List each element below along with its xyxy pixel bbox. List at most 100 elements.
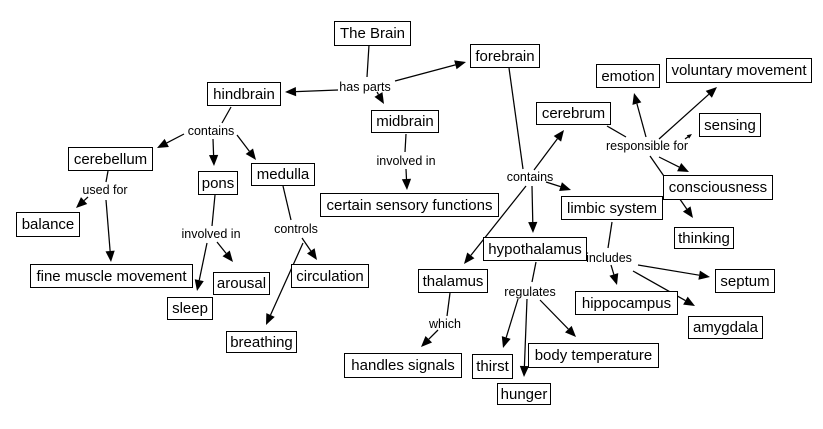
edge-has-parts-to-forebrain: [394, 60, 466, 82]
node-balance[interactable]: balance: [16, 212, 80, 237]
link-label-contains-forebrain: contains: [506, 169, 554, 184]
node-arousal[interactable]: arousal: [213, 272, 270, 295]
node-midbrain[interactable]: midbrain: [371, 110, 439, 133]
edge-contains-forebrain-to-limbic-system: [545, 181, 571, 192]
edge-thalamus-to-which: [446, 292, 451, 317]
edge-hindbrain-to-contains-hindbrain: [221, 106, 232, 124]
node-septum[interactable]: septum: [715, 269, 775, 293]
edge-medulla-to-controls: [282, 185, 292, 221]
arrowhead: [686, 134, 692, 139]
arrowhead: [683, 296, 695, 306]
link-label-has-parts: has parts: [339, 79, 391, 94]
edge-regulates-to-hunger: [519, 298, 530, 377]
edge-contains-hindbrain-to-cerebellum: [157, 133, 185, 148]
edge-includes-to-hippocampus: [609, 264, 619, 285]
node-fine-muscle-movement[interactable]: fine muscle movement: [30, 264, 193, 288]
link-label-involved-in-pons: involved in: [181, 226, 241, 241]
arrowhead: [501, 336, 511, 348]
edge-regulates-to-thirst: [501, 298, 519, 348]
edge-limbic-system-to-includes: [607, 221, 613, 249]
arrowhead: [194, 279, 204, 291]
edge-which-to-handles-signals: [421, 329, 439, 347]
arrowhead: [682, 206, 693, 218]
arrowhead: [553, 130, 564, 142]
node-certain-sensory-functions[interactable]: certain sensory functions: [320, 193, 499, 217]
edge-responsible-for-to-voluntary-movement: [658, 87, 717, 140]
arrowhead: [609, 273, 619, 285]
link-label-controls: controls: [274, 221, 318, 236]
node-pons[interactable]: pons: [198, 171, 238, 195]
arrowhead: [677, 162, 689, 172]
edge-forebrain-to-contains-forebrain: [508, 67, 524, 170]
link-label-regulates: regulates: [504, 284, 556, 299]
edge-pons-to-involved-in-pons: [211, 194, 216, 227]
edge-used-for-to-balance: [76, 196, 89, 208]
arrowhead: [401, 178, 412, 190]
node-handles-signals[interactable]: handles signals: [344, 353, 462, 378]
arrowhead: [565, 325, 576, 337]
arrowhead: [528, 221, 538, 233]
arrowhead: [632, 93, 642, 105]
edge-the-brain-to-has-parts: [366, 44, 370, 78]
node-the-brain[interactable]: The Brain: [334, 21, 411, 46]
edge-contains-forebrain-to-hypothalamus: [528, 185, 538, 233]
node-limbic-system[interactable]: limbic system: [561, 196, 663, 220]
edge-responsible-for-to-emotion: [632, 93, 647, 138]
node-forebrain[interactable]: forebrain: [470, 44, 540, 68]
arrowhead: [245, 148, 256, 160]
node-cerebellum[interactable]: cerebellum: [68, 147, 153, 171]
node-breathing[interactable]: breathing: [226, 331, 297, 353]
arrowhead: [374, 92, 384, 104]
node-emotion[interactable]: emotion: [596, 64, 660, 88]
arrowhead: [208, 154, 219, 166]
arrowhead: [157, 138, 169, 148]
edge-involved-in-pons-to-arousal: [216, 241, 233, 262]
node-circulation[interactable]: circulation: [291, 264, 369, 288]
edge-involved-in-pons-to-sleep: [194, 242, 208, 291]
arrowhead: [105, 250, 115, 262]
node-cerebrum[interactable]: cerebrum: [536, 102, 611, 125]
edge-has-parts-to-hindbrain: [285, 86, 339, 97]
link-label-which: which: [429, 316, 461, 331]
node-amygdala[interactable]: amygdala: [688, 316, 763, 339]
edge-used-for-to-fine-muscle-movement: [105, 199, 115, 262]
edge-controls-to-circulation: [301, 237, 317, 260]
node-consciousness[interactable]: consciousness: [663, 175, 773, 200]
edge-includes-to-septum: [637, 264, 710, 280]
link-label-used-for: used for: [82, 182, 128, 197]
node-sensing[interactable]: sensing: [699, 113, 761, 137]
edge-regulates-to-body-temperature: [539, 299, 576, 337]
arrowhead: [285, 86, 297, 97]
arrowhead: [559, 182, 571, 192]
node-hunger[interactable]: hunger: [497, 383, 551, 405]
node-voluntary-movement[interactable]: voluntary movement: [666, 58, 812, 83]
node-hypothalamus[interactable]: hypothalamus: [483, 237, 587, 261]
node-medulla[interactable]: medulla: [251, 163, 315, 186]
arrowhead: [222, 250, 233, 262]
edge-cerebrum-to-responsible-for: [606, 125, 627, 138]
node-sleep[interactable]: sleep: [167, 297, 213, 320]
edge-has-parts-to-midbrain: [374, 91, 384, 104]
arrowhead: [698, 270, 710, 280]
edge-responsible-for-to-consciousness: [658, 156, 689, 172]
arrowhead: [421, 335, 433, 347]
arrowhead: [76, 197, 88, 208]
edge-responsible-for-to-sensing: [684, 134, 692, 140]
edge-midbrain-to-involved-in-midbrain: [404, 133, 407, 153]
edge-contains-hindbrain-to-medulla: [236, 134, 256, 160]
arrowhead: [454, 60, 466, 70]
arrowhead: [266, 313, 275, 325]
arrowhead: [464, 252, 475, 264]
node-thalamus[interactable]: thalamus: [418, 269, 488, 293]
node-thinking[interactable]: thinking: [674, 227, 734, 249]
edge-contains-forebrain-to-cerebrum: [533, 130, 564, 171]
node-body-temperature[interactable]: body temperature: [528, 343, 659, 368]
link-label-responsible-for: responsible for: [606, 138, 688, 153]
node-hippocampus[interactable]: hippocampus: [575, 291, 678, 315]
arrowhead: [705, 87, 717, 98]
edge-cerebellum-to-used-for: [105, 170, 109, 183]
node-thirst[interactable]: thirst: [472, 354, 513, 379]
node-hindbrain[interactable]: hindbrain: [207, 82, 281, 106]
